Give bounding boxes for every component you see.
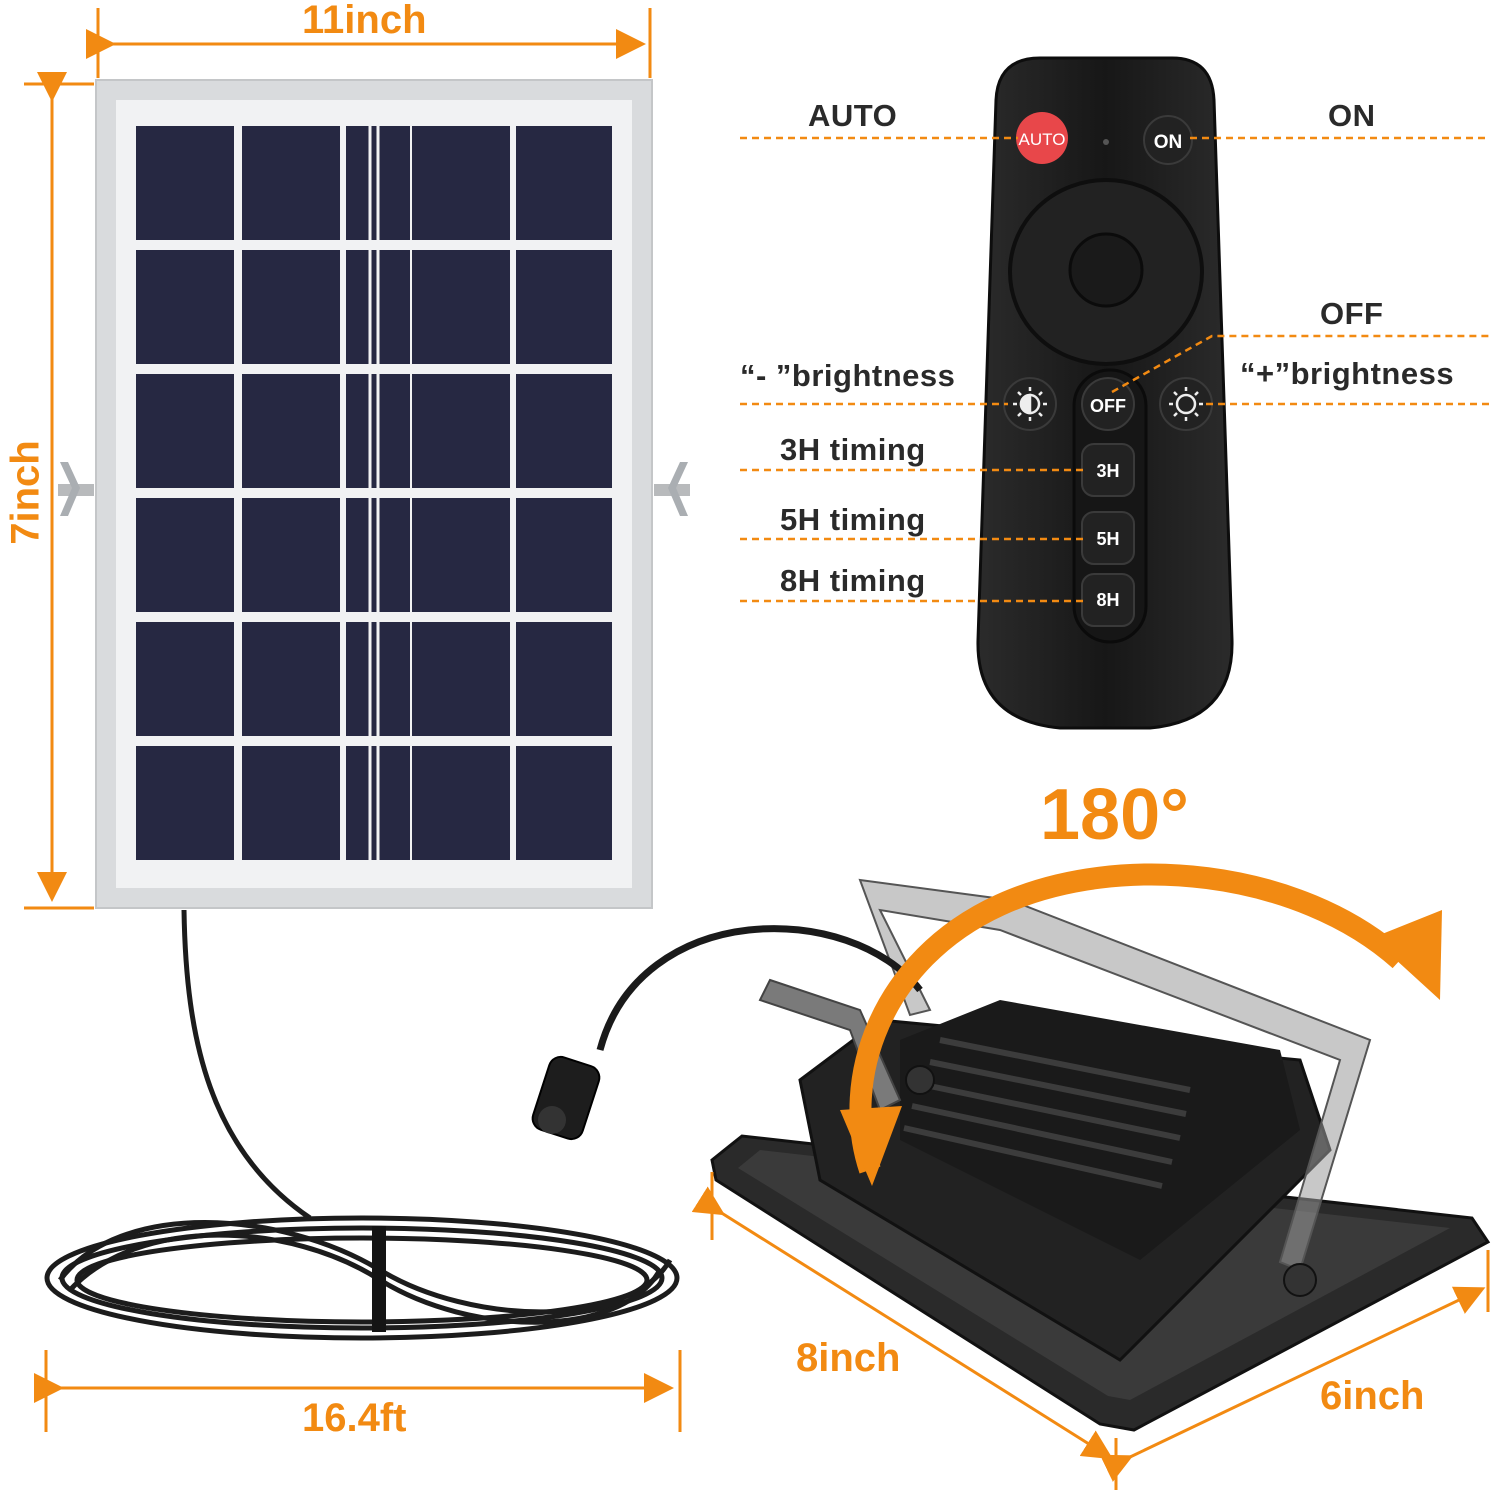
solar-cell [136,250,234,364]
rotation-label: 180° [1040,775,1189,855]
on-button-label: ON [1154,132,1183,153]
timer-3h-label: 3H [1096,461,1119,481]
solar-cell [516,746,612,860]
panel-height-label: 7inch [3,440,48,545]
off-callout: OFF [1320,296,1384,331]
flood-light [531,878,1491,1432]
auto-button[interactable] [1016,112,1068,164]
light-depth-label: 6inch [1320,1374,1425,1418]
solar-cell [412,374,510,488]
solar-cell [412,746,510,860]
cable-length-label: 16.4ft [302,1396,407,1440]
brightness-down-button[interactable] [1003,377,1057,431]
brightness-down-icon [1013,387,1047,421]
on-callout: ON [1328,98,1376,133]
solar-cell-grid [136,126,612,860]
auto-button-label: AUTO [1019,130,1066,149]
solar-cell [412,622,510,736]
solar-cell [516,498,612,612]
solar-cell [242,250,340,364]
solar-cell [516,622,612,736]
off-button[interactable] [1081,377,1135,431]
brightness-down-callout: “- ”brightness [740,358,956,393]
wing-nut-right [654,462,690,516]
rotation-arrow [840,863,1442,1186]
solar-cell [242,374,340,488]
solar-cell [242,746,340,860]
timer-8h-label: 8H [1096,590,1119,610]
solar-panel [95,79,653,909]
solar-cell [136,498,234,612]
panel-cable [44,909,680,1341]
panel-height-dimension [24,72,94,910]
solar-cell [136,622,234,736]
solar-cell [412,498,510,612]
brightness-up-callout: “+”brightness [1240,356,1455,391]
panel-width-dimension [86,8,652,78]
solar-cell [242,126,340,240]
timer-5h-label: 5H [1096,529,1119,549]
wing-nut-left [58,462,94,516]
callout-lines [740,136,1490,603]
auto-callout: AUTO [808,98,898,133]
solar-cell [242,498,340,612]
solar-cell [516,374,612,488]
light-width-label: 8inch [796,1336,901,1380]
cable-length-dimension [34,1350,682,1432]
solar-cell [412,126,510,240]
panel-width-label: 11inch [302,0,427,42]
light-depth-dimension [1099,1250,1490,1482]
solar-cell [242,622,340,736]
solar-cell [136,126,234,240]
solar-cell [412,250,510,364]
solar-cell [136,746,234,860]
brightness-up-button[interactable] [1159,377,1213,431]
solar-cell [136,374,234,488]
off-button-label: OFF [1090,396,1126,416]
timing-3h-callout: 3H timing [780,432,926,467]
solar-cell [516,250,612,364]
brightness-up-icon [1169,387,1203,421]
solar-cell [516,126,612,240]
timing-5h-callout: 5H timing [780,502,926,537]
on-button[interactable] [1143,115,1193,165]
timing-8h-callout: 8H timing [780,563,926,598]
